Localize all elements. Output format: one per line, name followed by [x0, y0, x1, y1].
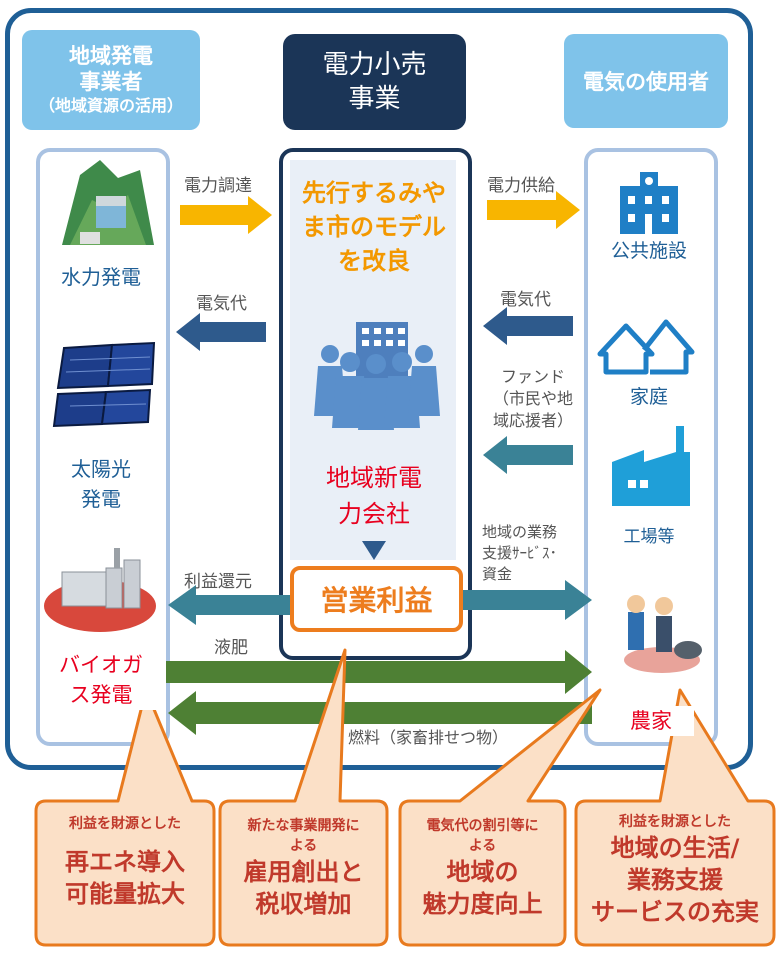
generator-panel	[36, 148, 170, 746]
retail-header-line2: 事業	[348, 84, 401, 114]
callout-4-sub: 利益を財源とした	[619, 814, 731, 830]
callout-3-line1: 地域の	[446, 858, 519, 886]
factory-label: 工場等	[623, 527, 675, 547]
public-building-icon	[620, 172, 678, 234]
solar-label-line2: 発電	[81, 487, 121, 511]
factory-icon	[612, 426, 690, 506]
support-label: 地域の業務 支援ｻｰﾋﾞｽ･ 資金	[482, 522, 557, 585]
solar-label: 太陽光 発電	[40, 454, 162, 514]
generator-header-line3: （地域資源の活用）	[38, 96, 183, 115]
retail-header: 電力小売 事業	[283, 34, 466, 130]
callout-2-sub-line2: よる	[289, 838, 318, 854]
fund-label: ファンド （市民や地 域応援者）	[487, 366, 579, 432]
house-icon	[597, 319, 695, 375]
generator-header: 地域発電 事業者 （地域資源の活用）	[22, 30, 200, 130]
callout-3-bubble	[398, 688, 602, 947]
public-facility-label: 公共施設	[610, 240, 687, 262]
callout-2-bubble	[218, 648, 389, 947]
callout-4-line1: 地域の生活/	[610, 834, 740, 862]
hydro-dam-icon	[62, 160, 154, 245]
callout-2: 新たな事業開発に よる 雇用創出と 税収増加	[222, 816, 385, 920]
consumer-header: 電気の使用者	[564, 34, 728, 128]
biogas-label-line1: バイオガ	[59, 653, 143, 677]
fertilizer-label: 液肥	[214, 638, 248, 658]
company-label-line2: 力会社	[338, 500, 410, 528]
callout-1-bubble	[34, 688, 216, 947]
callout-3-sub-line1: 電気代の割引等に	[426, 818, 539, 834]
bill-left-arrow	[176, 313, 266, 351]
profit-return-label: 利益還元	[184, 572, 252, 592]
fund-label-line2: （市民や地	[492, 389, 573, 408]
callout-4: 利益を財源とした 地域の生活/ 業務支援 サービスの充実	[578, 812, 772, 928]
bill-right-arrow	[483, 307, 573, 345]
fund-label-line1: ファンド	[500, 367, 565, 386]
generator-header-line2: 事業者	[79, 70, 143, 94]
hydro-label: 水力発電	[61, 265, 141, 289]
supply-arrow	[487, 191, 580, 229]
down-triangle-icon	[362, 541, 386, 560]
bill-left-label: 電気代	[196, 294, 247, 314]
support-arrow	[458, 580, 592, 620]
support-label-line3: 資金	[482, 565, 513, 583]
model-text-line3: を改良	[338, 247, 410, 275]
fund-arrow	[483, 436, 573, 474]
callout-4-line3: サービスの充実	[591, 898, 759, 926]
callout-4-line2: 業務支援	[627, 866, 723, 894]
operating-profit-box: 営業利益	[290, 566, 463, 632]
support-label-line2: 支援ｻｰﾋﾞｽ･	[482, 544, 558, 562]
model-text: 先行するみや ま市のモデル を改良	[292, 176, 456, 278]
biogas-plant-icon	[44, 548, 156, 632]
fuel-arrow	[168, 691, 592, 735]
callout-2-line1: 雇用創出と	[243, 858, 364, 886]
fund-label-line3: 域応援者）	[492, 411, 573, 430]
callout-1-line2: 可能量拡大	[65, 880, 185, 908]
callout-1: 利益を財源とした 再エネ導入 可能量拡大	[38, 814, 212, 910]
callout-2-sub-line1: 新たな事業開発に	[247, 818, 360, 834]
fertilizer-arrow	[166, 650, 592, 694]
callout-1-line1: 再エネ導入	[65, 848, 185, 876]
return-arrow	[168, 585, 290, 625]
supply-label: 電力供給	[487, 176, 555, 196]
callout-3: 電気代の割引等に よる 地域の 魅力度向上	[402, 816, 563, 920]
procurement-label: 電力調達	[184, 176, 252, 196]
callout-3-line2: 魅力度向上	[422, 890, 543, 918]
callout-2-line2: 税収増加	[255, 890, 352, 918]
procurement-arrow	[180, 196, 272, 234]
support-label-line1: 地域の業務	[482, 523, 558, 541]
model-text-line2: ま市のモデル	[302, 213, 446, 241]
biogas-label-line2: ス発電	[69, 683, 133, 707]
generator-header-line1: 地域発電	[69, 44, 153, 68]
model-text-line1: 先行するみや	[302, 179, 446, 207]
solar-panel-icon	[52, 341, 156, 428]
callout-1-sub: 利益を財源とした	[69, 816, 181, 832]
company-label-line1: 地域新電	[326, 464, 422, 492]
consumer-header-label: 電気の使用者	[583, 70, 709, 94]
callout-3-sub-line2: よる	[468, 838, 497, 854]
fuel-label: 燃料（家畜排せつ物）	[348, 728, 509, 747]
biogas-label: バイオガ ス発電	[40, 650, 162, 710]
solar-label-line1: 太陽光	[71, 457, 131, 481]
company-label: 地域新電 力会社	[292, 460, 456, 532]
farmer-icon	[624, 595, 702, 673]
retail-header-line1: 電力小売	[322, 50, 427, 80]
farmer-label: 農家	[608, 706, 694, 736]
home-label: 家庭	[629, 386, 668, 408]
callout-4-bubble	[574, 688, 776, 947]
bill-right-label: 電気代	[500, 290, 551, 310]
company-people-icon	[314, 322, 440, 430]
